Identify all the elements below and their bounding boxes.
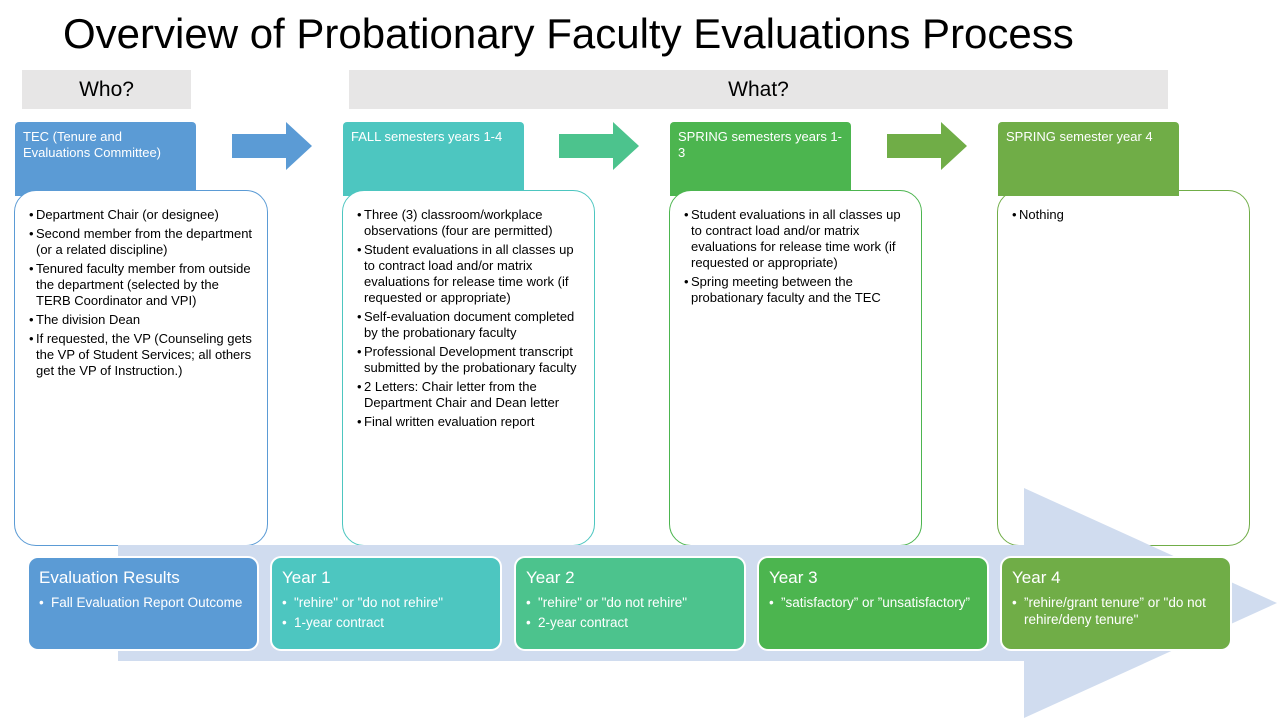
result-item: ”satisfactory” or ”unsatisfactory”: [769, 594, 977, 611]
list-item: The division Dean: [29, 312, 253, 328]
result-title: Year 4: [1012, 568, 1061, 587]
result-card-year-3: Year 3 ”satisfactory” or ”unsatisfactory…: [759, 558, 987, 649]
column-tab-label: SPRING semester year 4: [1006, 129, 1153, 144]
list-item: Tenured faculty member from outside the …: [29, 261, 253, 309]
column-tab-label: SPRING semesters years 1-3: [678, 129, 842, 160]
column-card-tec: Department Chair (or designee) Second me…: [14, 190, 268, 546]
result-item: "rehire" or "do not rehire": [282, 594, 490, 611]
column-tab-label: TEC (Tenure and Evaluations Committee): [23, 129, 161, 160]
list-item: 2 Letters: Chair letter from the Departm…: [357, 379, 580, 411]
list-item: Second member from the department (or a …: [29, 226, 253, 258]
right-arrow-icon: [232, 122, 312, 170]
who-header: Who?: [22, 70, 191, 109]
column-card-fall: Three (3) classroom/workplace observatio…: [342, 190, 595, 546]
list-item: Student evaluations in all classes up to…: [357, 242, 580, 306]
list-item: Department Chair (or designee): [29, 207, 253, 223]
result-item: 2-year contract: [526, 614, 734, 631]
list-item: If requested, the VP (Counseling gets th…: [29, 331, 253, 379]
column-card-spring: Student evaluations in all classes up to…: [669, 190, 922, 546]
column-tab-label: FALL semesters years 1-4: [351, 129, 503, 144]
right-arrow-icon: [559, 122, 639, 170]
column-tab-fall: FALL semesters years 1-4: [343, 122, 524, 196]
who-header-label: Who?: [79, 77, 134, 101]
what-header: What?: [349, 70, 1168, 109]
what-header-label: What?: [728, 77, 789, 101]
result-item: "rehire" or "do not rehire": [526, 594, 734, 611]
result-item: Fall Evaluation Report Outcome: [39, 594, 247, 611]
list-item: Spring meeting between the probationary …: [684, 274, 907, 306]
list-item: Nothing: [1012, 207, 1235, 223]
page-title: Overview of Probationary Faculty Evaluat…: [63, 10, 1074, 57]
result-title: Year 3: [769, 568, 818, 587]
result-title: Evaluation Results: [39, 568, 180, 587]
list-item: Student evaluations in all classes up to…: [684, 207, 907, 271]
result-card-year-2: Year 2 "rehire" or "do not rehire" 2-yea…: [516, 558, 744, 649]
result-card-evaluation-results: Evaluation Results Fall Evaluation Repor…: [29, 558, 257, 649]
column-tab-spring-year4: SPRING semester year 4: [998, 122, 1179, 196]
list-item: Professional Development transcript subm…: [357, 344, 580, 376]
result-title: Year 1: [282, 568, 331, 587]
result-card-year-1: Year 1 "rehire" or "do not rehire" 1-yea…: [272, 558, 500, 649]
column-tab-tec: TEC (Tenure and Evaluations Committee): [15, 122, 196, 196]
result-item: 1-year contract: [282, 614, 490, 631]
list-item: Self-evaluation document completed by th…: [357, 309, 580, 341]
result-item: ”rehire/grant tenure” or "do not rehire/…: [1012, 594, 1220, 628]
right-arrow-icon: [887, 122, 967, 170]
list-item: Three (3) classroom/workplace observatio…: [357, 207, 580, 239]
column-tab-spring: SPRING semesters years 1-3: [670, 122, 851, 196]
list-item: Final written evaluation report: [357, 414, 580, 430]
result-card-year-4: Year 4 ”rehire/grant tenure” or "do not …: [1002, 558, 1230, 649]
result-title: Year 2: [526, 568, 575, 587]
